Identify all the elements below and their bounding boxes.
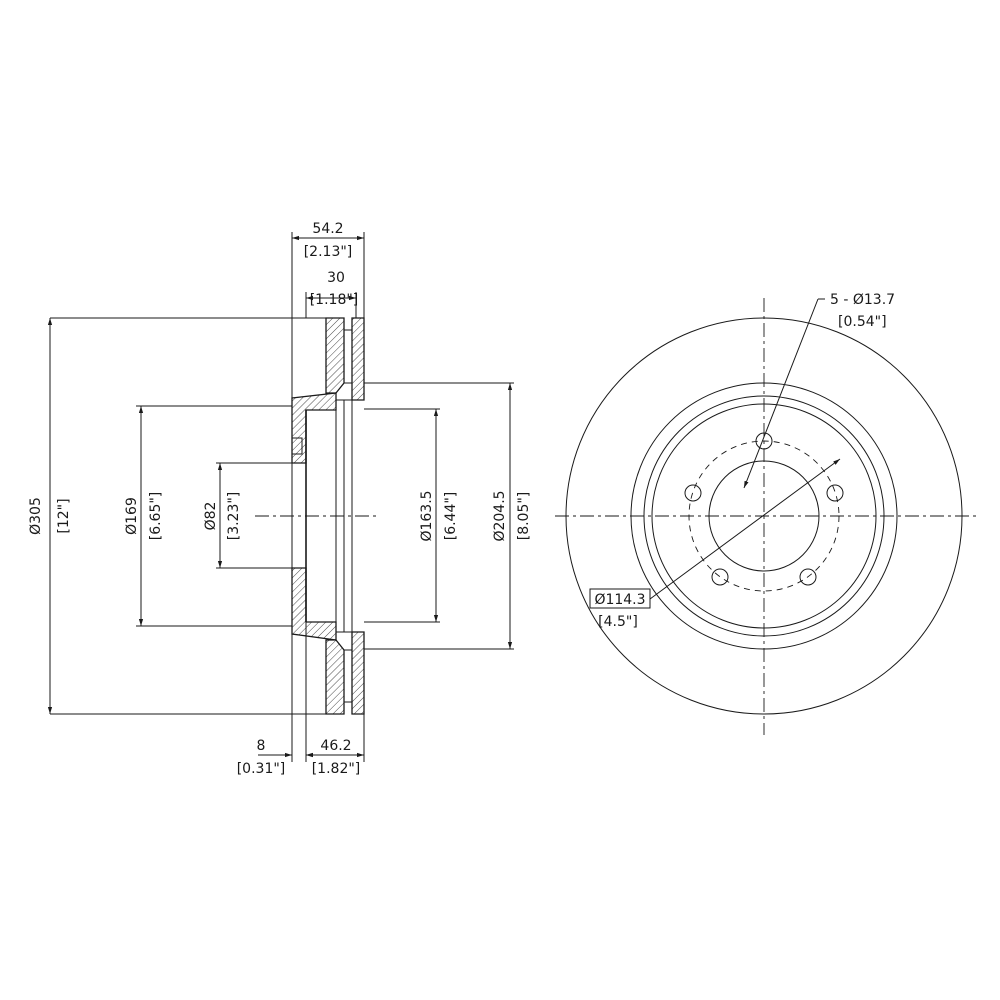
- upper-hat: [291, 392, 337, 464]
- hat-inner-edge: [651, 403, 877, 629]
- lower-outer-plate: [325, 639, 345, 715]
- overall-width-mm: 54.2: [312, 221, 343, 237]
- inner-friction-diameter-inch: [8.05"]: [516, 492, 532, 541]
- outer-diameter-inch: [12"]: [56, 498, 72, 533]
- bolt-hole-3: [799, 568, 817, 586]
- hat-offset-mm: 8: [257, 738, 266, 754]
- bolt-hole-5: [684, 484, 702, 502]
- dimension-lines: [47, 235, 513, 758]
- lower-inner-plate: [351, 631, 365, 715]
- friction-inner-edge: [630, 382, 898, 650]
- upper-inner-plate: [351, 317, 365, 401]
- front-view: [555, 298, 980, 735]
- inner-friction-diameter-mm: Ø204.5: [492, 490, 508, 541]
- inner-hat-diameter-mm: Ø163.5: [419, 490, 435, 541]
- bolt-holes-mm: 5 - Ø13.7: [830, 292, 895, 308]
- hat-diameter-mm: Ø169: [124, 497, 140, 535]
- min-height-inch: [1.82"]: [312, 761, 361, 777]
- inner-hat-diameter-inch: [6.44"]: [443, 492, 459, 541]
- upper-outer-plate: [325, 317, 345, 394]
- hat-offset-inch: [0.31"]: [237, 761, 286, 777]
- bolt-hole-callout: 5 - Ø13.7 [0.54"]: [743, 292, 895, 489]
- outer-diameter-mm: Ø305: [28, 497, 44, 535]
- extension-lines: [50, 232, 514, 762]
- bolt-hole-1: [755, 432, 773, 450]
- section-view: [255, 317, 380, 715]
- overall-width-inch: [2.13"]: [304, 244, 353, 260]
- hat-outer-edge: [643, 395, 885, 637]
- center-bore-inch: [3.23"]: [226, 492, 242, 541]
- disc-thickness-mm: 30: [327, 270, 345, 286]
- hat-diameter-inch: [6.65"]: [148, 492, 164, 541]
- disc-thickness-inch: [1.18"]: [310, 292, 359, 308]
- bolt-circle-inch: [4.5"]: [598, 614, 638, 630]
- center-bore: [708, 460, 820, 572]
- bolt-hole-4: [711, 568, 729, 586]
- bolt-circle-callout: Ø114.3 [4.5"]: [589, 458, 841, 630]
- min-height-mm: 46.2: [320, 738, 351, 754]
- bolt-circle-mm: Ø114.3: [594, 592, 645, 608]
- bolt-circle: [688, 440, 840, 592]
- outer-edge: [565, 317, 963, 715]
- bolt-holes-inch: [0.54"]: [838, 314, 887, 330]
- bolt-hole-2: [826, 484, 844, 502]
- center-bore-mm: Ø82: [203, 502, 219, 531]
- lower-hat: [291, 567, 337, 641]
